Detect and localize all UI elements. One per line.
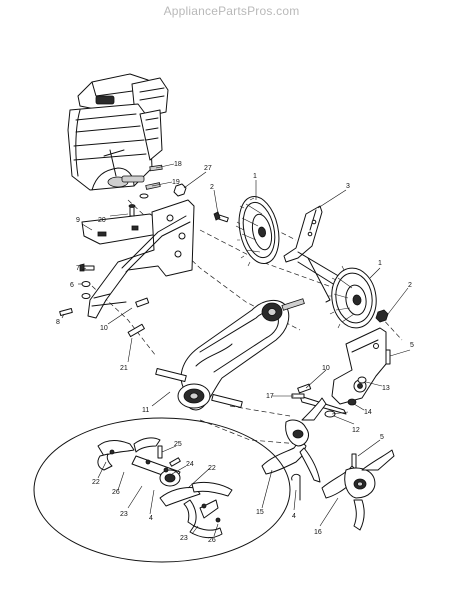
callout-6: 6: [70, 282, 74, 289]
callout-15: 15: [256, 509, 264, 516]
leader-lines: [61, 163, 411, 537]
callout-20: 20: [98, 217, 106, 224]
callout-25: 25: [174, 441, 182, 448]
callout-16: 16: [314, 529, 322, 536]
callout-27: 27: [204, 165, 212, 172]
callout-labels: 1 1 2 2 3 4 4 5 5 6 7 8 9 10 10 11 12 13…: [56, 161, 414, 544]
callout-18: 18: [174, 161, 182, 168]
callout-19: 19: [172, 179, 180, 186]
callout-3: 3: [346, 183, 350, 190]
callout-10-right: 10: [322, 365, 330, 372]
callout-2-upper: 2: [210, 184, 214, 191]
callout-24: 24: [186, 461, 194, 468]
callout-23-left: 23: [120, 511, 128, 518]
wheel-upper: [235, 196, 280, 267]
callout-2-lower: 2: [408, 282, 412, 289]
inset-tine-detail: [33, 417, 291, 563]
tine-assembly-15: [261, 397, 327, 483]
callout-14: 14: [364, 409, 372, 416]
callout-22-right: 22: [208, 465, 216, 472]
watermark: AppliancePartsPros.com: [163, 4, 300, 18]
callout-26-left: 26: [112, 489, 120, 496]
chain-case-housing: [155, 298, 305, 411]
callout-1-lower: 1: [378, 260, 382, 267]
callout-7: 7: [76, 265, 80, 272]
right-side-plate: [299, 327, 387, 415]
callout-13: 13: [382, 385, 390, 392]
callout-9: 9: [76, 217, 80, 224]
wheel-lower: [328, 265, 377, 329]
callout-4-inset: 4: [149, 515, 153, 522]
callout-4-main: 4: [292, 513, 296, 520]
callout-21: 21: [120, 365, 128, 372]
callout-8: 8: [56, 319, 60, 326]
callout-11: 11: [142, 407, 149, 414]
callout-12: 12: [352, 427, 360, 434]
callout-1-upper: 1: [253, 173, 257, 180]
callout-10-left: 10: [100, 325, 108, 332]
frame-bracket: [81, 199, 195, 319]
callout-17: 17: [266, 393, 274, 400]
callout-5-upper: 5: [410, 342, 414, 349]
engine: [67, 73, 169, 191]
callout-26-right: 26: [208, 537, 216, 544]
hairpin-4: [291, 473, 301, 501]
tine-assembly-16: [321, 449, 395, 531]
callout-5-lower: 5: [380, 434, 384, 441]
callout-23-right: 23: [180, 535, 188, 542]
callout-22-left: 22: [92, 479, 100, 486]
